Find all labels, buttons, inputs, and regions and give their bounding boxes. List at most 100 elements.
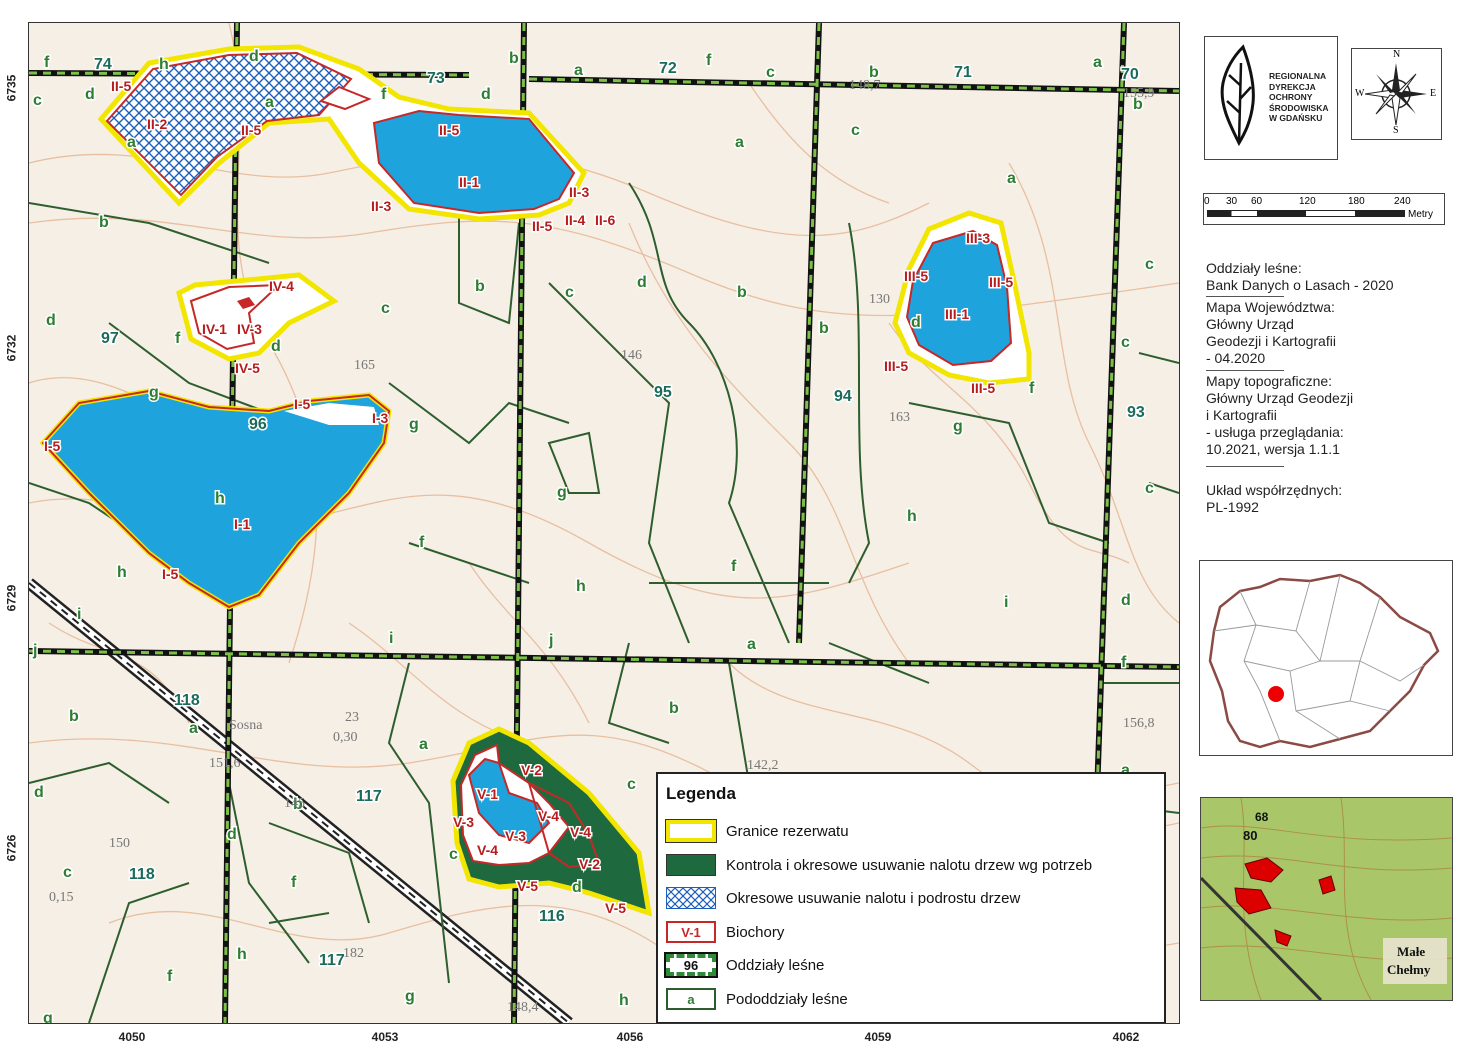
biochora-label-halo: III-5	[904, 268, 928, 284]
subsection-label-halo: c	[565, 284, 574, 301]
section-number-halo: 118	[174, 692, 200, 709]
subsection-label: b	[509, 50, 519, 67]
x-tick: 4062	[1112, 1030, 1140, 1044]
topo-label: 163	[889, 410, 910, 425]
subsection-label: d	[271, 338, 281, 355]
reserve-area-iv[interactable]	[176, 272, 339, 362]
legend-label-removal: Okresowe usuwanie nalotu i podrostu drze…	[726, 890, 1021, 907]
biochora-label: IV-1	[202, 321, 227, 337]
biochora-label-halo: V-5	[605, 900, 626, 916]
biochora-label-halo: V-4	[570, 824, 591, 840]
subsection-label: f	[1029, 380, 1035, 397]
section-number: 96	[249, 416, 267, 433]
subsection-label-halo: a	[265, 94, 274, 111]
topo-label: 0,30	[333, 730, 358, 745]
biochora-label-halo: I-5	[162, 566, 179, 582]
inset-voivodeship-map[interactable]	[1199, 560, 1453, 756]
biochora-label-halo: II-5	[241, 122, 261, 138]
topo-label: Sosna	[229, 718, 263, 733]
section-number: 118	[129, 866, 155, 883]
subsection-label-halo: h	[237, 946, 247, 963]
subsection-label-halo: b	[869, 64, 879, 81]
topo-label: 150	[109, 836, 130, 851]
reserve-area-iii[interactable]	[892, 210, 1032, 386]
section-number-halo: 73	[427, 70, 445, 87]
subsection-label: c	[1145, 256, 1154, 273]
biochora-label-halo: I-5	[44, 438, 61, 454]
subsection-label-halo: d	[249, 48, 259, 65]
inset-topo-number: 80	[1243, 828, 1258, 843]
subsection-label: c	[627, 776, 636, 793]
subsection-label: c	[63, 864, 72, 881]
subsection-label-halo: b	[99, 214, 109, 231]
biochora-label: III-5	[971, 380, 995, 396]
biochora-label-halo: V-1	[477, 786, 498, 802]
reserve-area-ii[interactable]	[97, 44, 588, 222]
biochora-label: III-1	[945, 306, 969, 322]
reserve-area-i[interactable]	[39, 388, 392, 610]
subsection-label-halo: b	[737, 284, 747, 301]
biochora-label-halo: V-3	[505, 828, 526, 844]
reserve-area-v[interactable]	[450, 726, 653, 917]
biochora-label: I-5	[294, 396, 311, 412]
subsection-label-halo: f	[381, 86, 387, 103]
subsection-label-halo: j	[32, 642, 37, 659]
topo-label: 155,9	[1123, 86, 1155, 101]
section-number-halo: 72	[659, 60, 677, 77]
subsection-label: g	[43, 1010, 53, 1023]
x-tick: 4059	[864, 1030, 892, 1044]
biochora-label: V-4	[538, 808, 559, 824]
subsection-label: d	[34, 784, 44, 801]
subsection-label: h	[619, 992, 629, 1009]
biochora-label-halo: IV-1	[202, 321, 227, 337]
compass-n: N	[1393, 49, 1401, 60]
biochora-label-halo: II-5	[439, 122, 459, 138]
divider	[1206, 466, 1284, 467]
legend-swatch-sections: 96	[664, 952, 718, 978]
scale-label: 240	[1394, 196, 1411, 207]
subsection-label-halo: a	[189, 720, 198, 737]
section-number: 94	[834, 388, 852, 405]
biochora-label-halo: V-4	[538, 808, 559, 824]
section-number: 97	[101, 330, 119, 347]
subsection-label-halo: h	[215, 490, 225, 507]
subsection-label-halo: f	[1029, 380, 1035, 397]
subsection-label: f	[381, 86, 387, 103]
section-number-halo: 96	[249, 416, 267, 433]
section-number-halo: 117	[356, 788, 382, 805]
subsection-label: g	[405, 988, 415, 1005]
subsection-label: a	[574, 62, 583, 79]
subsection-label-halo: a	[747, 636, 756, 653]
map-canvas[interactable]: 7474737372727171707097979696959594949393…	[29, 23, 1179, 1023]
section-number-halo: 94	[834, 388, 852, 405]
subsection-label-halo: b	[69, 708, 79, 725]
subsection-label-halo: d	[481, 86, 491, 103]
biochora-label: III-5	[989, 274, 1013, 290]
biochora-label-halo: III-5	[989, 274, 1013, 290]
subsection-label-halo: d	[271, 338, 281, 355]
biochora-label-halo: II-6	[595, 212, 615, 228]
subsection-label: j	[32, 642, 37, 659]
biochora-label: II-3	[371, 198, 391, 214]
subsection-label: f	[731, 558, 737, 575]
subsection-label: c	[381, 300, 390, 317]
section-number: 71	[954, 64, 972, 81]
section-number-halo: 71	[954, 64, 972, 81]
subsection-label: b	[293, 796, 303, 813]
inset-topographic-map[interactable]: 80 68 Małe Chełmy	[1200, 797, 1453, 1001]
biochora-label: IV-4	[269, 278, 294, 294]
topo-label: 156,8	[1123, 716, 1155, 731]
section-number: 116	[539, 908, 565, 925]
subsection-label-halo: c	[381, 300, 390, 317]
leaf-icon	[1220, 44, 1255, 147]
subsection-label: g	[953, 418, 963, 435]
subsection-label: c	[851, 122, 860, 139]
section-number: 117	[319, 952, 345, 969]
biochora-label-halo: V-3	[453, 814, 474, 830]
subsection-label-halo: g	[405, 988, 415, 1005]
section-number: 118	[174, 692, 200, 709]
railway-line	[29, 578, 573, 1023]
